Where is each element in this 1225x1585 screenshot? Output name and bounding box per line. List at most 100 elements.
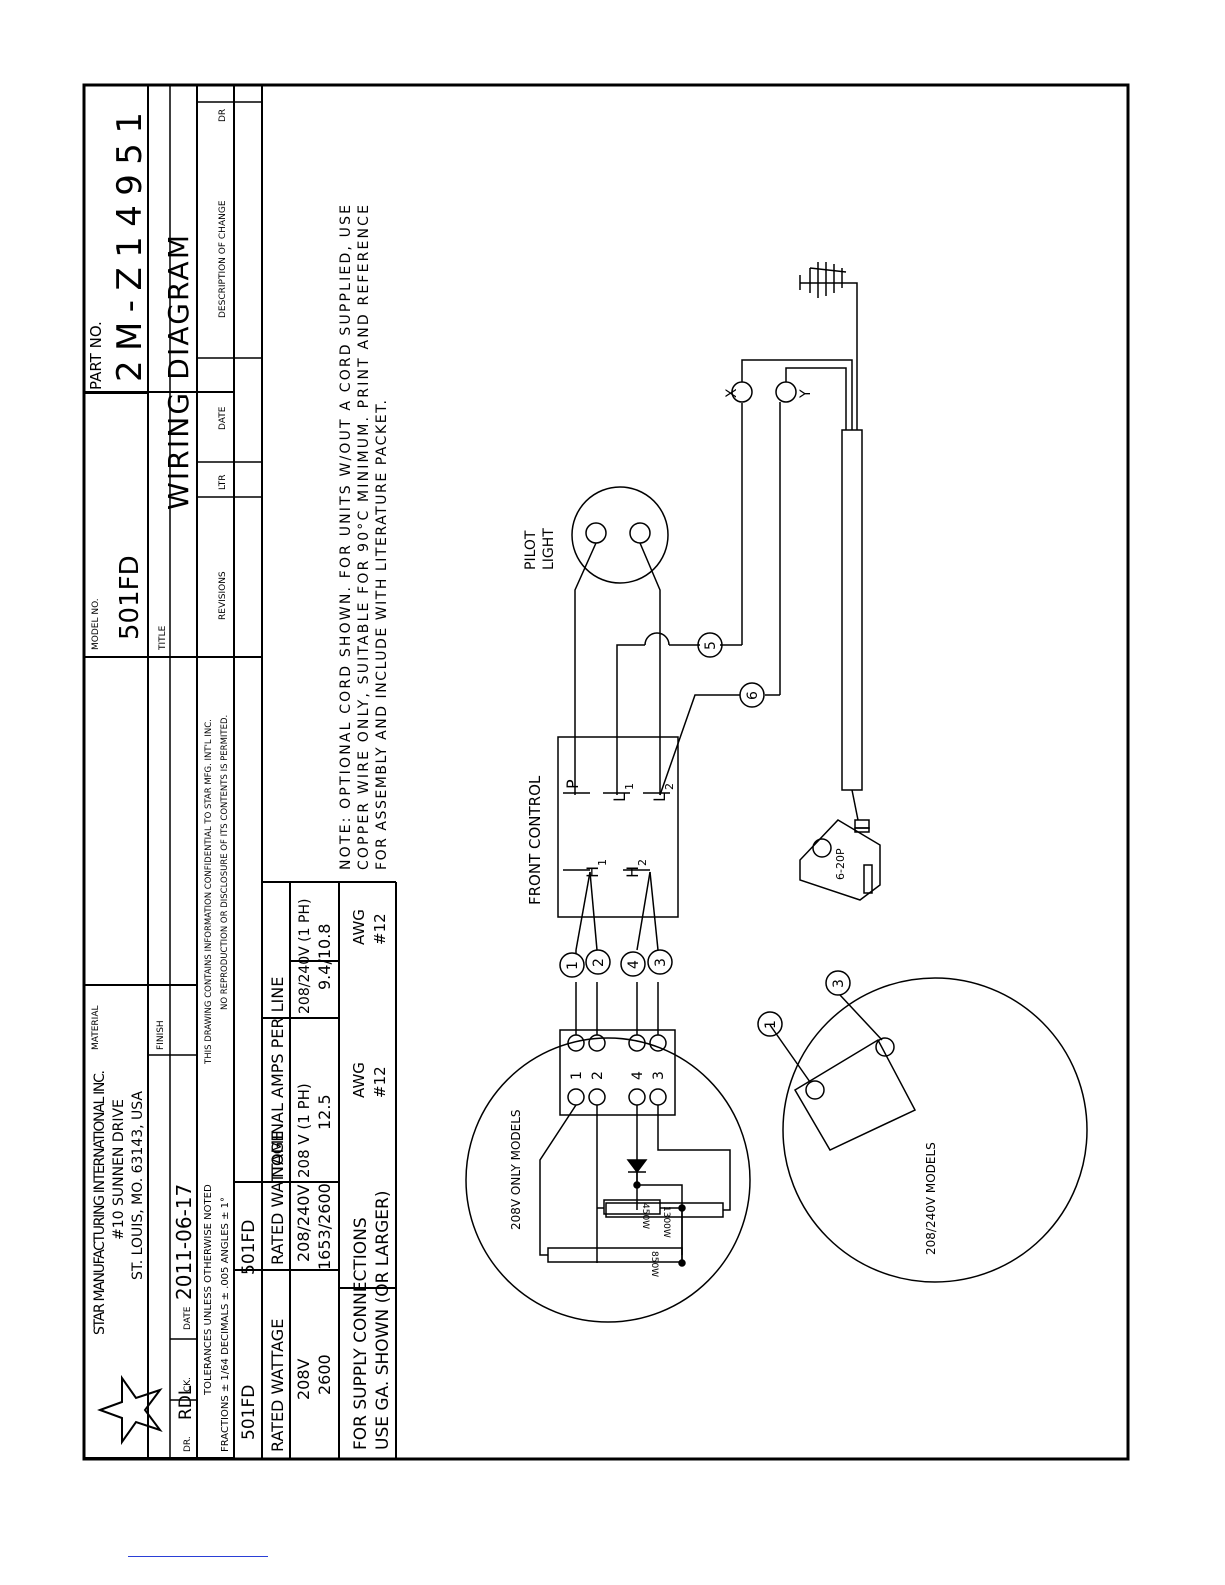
title-label: TITLE — [158, 625, 168, 651]
col1-voltage: 208V — [294, 1358, 313, 1400]
col4-value: 9.4/10.8 — [315, 924, 334, 990]
supply-line2: USE GA. SHOWN (OR LARGER) — [373, 1191, 393, 1450]
dr-value: RDL — [176, 1385, 196, 1420]
note-line1: NOTE: OPTIONAL CORD SHOWN. FOR UNITS W/O… — [338, 205, 354, 870]
heater-450w-label: 450W — [640, 1203, 650, 1229]
tolerances-line1: TOLERANCES UNLESS OTHERWISE NOTED — [203, 1184, 214, 1396]
awg-label2: AWG — [350, 909, 368, 945]
rev-dr-label: DR — [218, 109, 228, 122]
terminal-block — [559, 1029, 676, 1116]
heater-450w — [603, 1199, 661, 1215]
drawing-title: WIRING DIAGRAM — [162, 235, 195, 510]
y-label: Y — [798, 389, 814, 399]
wire-bubble-5 — [697, 632, 723, 658]
awg-value1: #12 — [371, 1066, 389, 1098]
terminal-h1-label: H — [583, 866, 602, 878]
date-value: 2011-06-17 — [172, 1184, 196, 1300]
col2-wattage: 1653/2600 — [315, 1183, 334, 1270]
finish-label: FINISH — [156, 1020, 166, 1050]
address-line2: ST. LOUIS, MO. 63143, USA — [130, 1091, 146, 1280]
terminal-block-3: 3 — [651, 1071, 667, 1080]
col3-header: 208 V (1 PH) — [295, 1083, 313, 1178]
terminal-l1-label: L — [610, 793, 629, 802]
wire-bubble-3b — [825, 970, 851, 996]
col4-header: 208/240V (1 PH) — [297, 899, 313, 1014]
rev-date-label: DATE — [218, 406, 228, 430]
ratings-table — [234, 881, 397, 1458]
material-label: MATERIAL — [91, 1006, 101, 1051]
front-control-box — [557, 736, 679, 918]
wire-4-label: 4 — [626, 960, 642, 969]
address-line1: #10 SUNNEN DRIVE — [111, 1099, 127, 1240]
wire-bubble-6 — [739, 682, 765, 708]
model-no-label: MODEL NO. — [91, 598, 101, 650]
heater-1300w — [605, 1202, 724, 1218]
wire-1b-label: 1 — [763, 1020, 779, 1029]
model-left: 501FD — [239, 1385, 259, 1440]
terminal-y — [775, 381, 797, 403]
wire-bubble-3 — [647, 949, 673, 975]
plug-label: 6-20P — [834, 848, 847, 880]
date-label: DATE — [183, 1306, 193, 1330]
description-label: DESCRIPTION OF CHANGE — [218, 200, 228, 318]
part-no-label: PART NO. — [87, 321, 105, 390]
wire-3b-label: 3 — [831, 979, 847, 988]
footer-rule — [128, 1556, 268, 1557]
plug-6-20p — [799, 819, 881, 901]
model-no: 501FD — [115, 555, 145, 640]
terminal-l1-sub: 1 — [623, 783, 636, 790]
pilot-light — [571, 486, 669, 584]
col1-wattage: 2600 — [315, 1354, 334, 1395]
revisions-label: REVISIONS — [218, 571, 228, 620]
supply-line1: FOR SUPPLY CONNECTIONS — [351, 1217, 371, 1450]
dr-label: DR. — [183, 1436, 193, 1452]
wire-bubble-4 — [620, 951, 646, 977]
wire-3-label: 3 — [653, 958, 669, 967]
element-208v-circle — [465, 1037, 751, 1323]
part-no: 2M-Z14951 — [110, 112, 150, 382]
wire-bubble-1b — [757, 1011, 783, 1037]
wire-5-label: 5 — [703, 641, 719, 650]
terminal-p-label: P — [563, 779, 582, 789]
element-208-240v — [793, 1038, 917, 1151]
front-control-label: FRONT CONTROL — [526, 775, 544, 905]
wire-6-label: 6 — [745, 691, 761, 700]
confidential-line1: THIS DRAWING CONTAINS INFORMATION CONFID… — [204, 719, 214, 1065]
rated-wattage-a: RATED WATTAGE — [268, 1319, 287, 1452]
rated-wattage-b: RATED WATTAGE — [268, 1132, 287, 1265]
col2-voltage: 208/240V — [294, 1185, 313, 1262]
pilot-light-label1: PILOT — [523, 530, 539, 570]
sheet-border — [82, 83, 1130, 1461]
terminal-block-2: 2 — [590, 1071, 606, 1080]
model-right: 501FD — [239, 1220, 259, 1275]
nominal-amps: NOMINAL AMPS PER LINE — [268, 977, 287, 1178]
ground-icon — [809, 262, 847, 298]
terminal-l2-sub: 2 — [663, 783, 676, 790]
heater-1300w-label: 1300W — [661, 1206, 671, 1238]
company-name: STAR MANUFACTURING INTERNATIONAL INC. — [92, 1070, 108, 1335]
col3-value: 12.5 — [315, 1094, 334, 1130]
element-208-240v-circle — [782, 977, 1088, 1283]
terminal-block-1: 1 — [569, 1071, 585, 1080]
title-block — [84, 85, 263, 1459]
wiring-schematic — [465, 262, 1088, 1323]
confidential-line2: NO REPRODUCTION OR DISCLOSURE OF ITS CON… — [220, 715, 230, 1010]
power-cord — [841, 429, 863, 791]
wire-1-label: 1 — [565, 961, 581, 970]
terminal-block-4: 4 — [630, 1071, 646, 1080]
terminal-h1-sub: 1 — [596, 859, 609, 866]
awg-label1: AWG — [350, 1062, 368, 1098]
star-logo — [97, 1374, 163, 1446]
ck-label: CK. — [183, 1377, 193, 1392]
models-208-label: 208V ONLY MODELS — [509, 1109, 523, 1230]
tolerances-line2: FRACTIONS ± 1/64 DECIMALS ± .005 ANGLES … — [220, 1197, 231, 1452]
note-line2: COPPER WIRE ONLY, SUITABLE FOR 90°C MINI… — [356, 205, 372, 870]
models-208-240-label: 208/240V MODELS — [924, 1142, 938, 1255]
heater-850w-label: 850W — [649, 1251, 659, 1277]
wire-bubble-2 — [585, 949, 611, 975]
note-line3: FOR ASSEMBLY AND INCLUDE WITH LITERATURE… — [374, 400, 390, 870]
terminal-h2-sub: 2 — [636, 859, 649, 866]
x-label: X — [724, 388, 740, 398]
heater-850w — [547, 1247, 683, 1263]
